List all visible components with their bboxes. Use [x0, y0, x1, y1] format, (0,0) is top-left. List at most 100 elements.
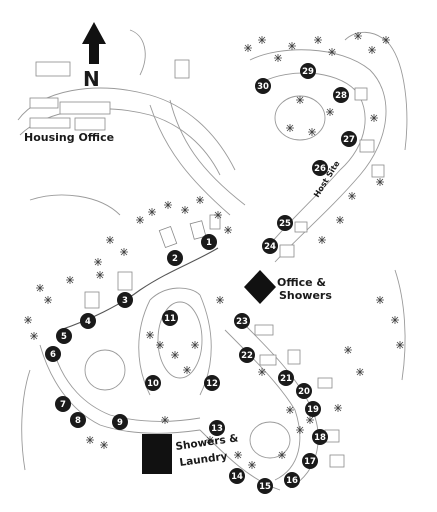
tree-icon	[318, 236, 326, 244]
tree-icon	[100, 441, 108, 449]
tree-icon	[356, 368, 364, 376]
tree-icon	[136, 216, 144, 224]
site-pads	[29, 59, 385, 468]
tree-icon	[258, 368, 266, 376]
tree-icon	[348, 192, 356, 200]
tree-icon	[314, 36, 322, 44]
site-marker-23	[234, 313, 250, 329]
tree-icon	[66, 276, 74, 284]
tree-icon	[248, 461, 256, 469]
tree-icon	[36, 284, 44, 292]
site-marker-5	[56, 328, 72, 344]
site-marker-6	[45, 346, 61, 362]
tree-icon	[216, 296, 224, 304]
tree-icon	[191, 341, 199, 349]
tree-icon	[244, 44, 252, 52]
site-marker-2	[167, 250, 183, 266]
tree-icon	[306, 416, 314, 424]
site-number-21: 21	[280, 374, 292, 384]
tree-icon	[94, 258, 102, 266]
site-number-9: 9	[117, 418, 123, 428]
site-marker-11	[162, 310, 178, 326]
tree-icon	[30, 332, 38, 340]
office-showers-label-line1: Office &	[277, 276, 326, 289]
north-arrow-icon	[82, 22, 106, 64]
site-number-16: 16	[286, 476, 298, 486]
tree-icon	[234, 451, 242, 459]
tree-icon	[214, 211, 222, 219]
square-building-icon	[142, 434, 172, 474]
tree-icon	[278, 451, 286, 459]
site-marker-26	[312, 160, 328, 176]
tree-icon	[161, 416, 169, 424]
site-marker-7	[55, 396, 71, 412]
tree-icon	[24, 316, 32, 324]
site-number-10: 10	[147, 379, 159, 389]
tree-icon	[120, 248, 128, 256]
tree-icon	[396, 341, 404, 349]
site-number-4: 4	[85, 317, 91, 327]
site-number-14: 14	[231, 472, 243, 482]
tree-icon	[171, 351, 179, 359]
tree-icon	[344, 346, 352, 354]
tree-icon	[156, 341, 164, 349]
tree-icon	[44, 296, 52, 304]
tree-icon	[206, 436, 214, 444]
tree-icon	[146, 331, 154, 339]
loops	[84, 95, 326, 459]
site-marker-13	[209, 420, 225, 436]
tree-icon	[391, 316, 399, 324]
site-number-23: 23	[236, 317, 248, 327]
site-number-5: 5	[61, 332, 67, 342]
site-marker-10	[145, 375, 161, 391]
housing-office-label: Housing Office	[24, 131, 114, 144]
showers-laundry-label-line1: Showers &	[175, 432, 239, 453]
showers-laundry-label-line2: Laundry	[179, 450, 229, 469]
tree-icon	[96, 271, 104, 279]
site-number-28: 28	[335, 91, 347, 101]
tree-icon	[181, 206, 189, 214]
tree-icon	[328, 48, 336, 56]
site-marker-8	[70, 412, 86, 428]
site-number-22: 22	[241, 351, 253, 361]
office-showers-label-line2: Showers	[279, 289, 332, 302]
site-number-30: 30	[257, 82, 269, 92]
site-number-26: 26	[314, 164, 326, 174]
site-number-8: 8	[75, 416, 81, 426]
site-marker-1	[201, 234, 217, 250]
site-number-1: 1	[206, 238, 212, 248]
tree-icon	[106, 236, 114, 244]
north-label: N	[83, 67, 100, 91]
site-number-2: 2	[172, 254, 178, 264]
tree-icon	[376, 178, 384, 186]
site-number-24: 24	[264, 242, 276, 252]
site-marker-19	[305, 401, 321, 417]
tree-icon	[148, 208, 156, 216]
site-marker-20	[296, 383, 312, 399]
tree-icon	[86, 436, 94, 444]
tree-icon	[286, 124, 294, 132]
site-number-25: 25	[279, 219, 291, 229]
diamond-building-icon	[244, 270, 276, 304]
tree-icon	[334, 404, 342, 412]
tree-icon	[382, 36, 390, 44]
site-marker-12	[204, 375, 220, 391]
site-marker-30	[255, 78, 271, 94]
site-number-29: 29	[302, 67, 314, 77]
site-marker-29	[300, 63, 316, 79]
site-number-17: 17	[304, 457, 316, 467]
site-marker-15	[257, 478, 273, 494]
site-number-6: 6	[50, 350, 56, 360]
site-marker-9	[112, 414, 128, 430]
tree-icon	[274, 54, 282, 62]
tree-icon	[24, 32, 404, 469]
site-marker-24	[262, 238, 278, 254]
tree-icon	[308, 128, 316, 136]
tree-icon	[296, 426, 304, 434]
tree-icon	[354, 32, 362, 40]
site-marker-22	[239, 347, 255, 363]
tree-icon	[196, 196, 204, 204]
site-marker-4	[80, 313, 96, 329]
